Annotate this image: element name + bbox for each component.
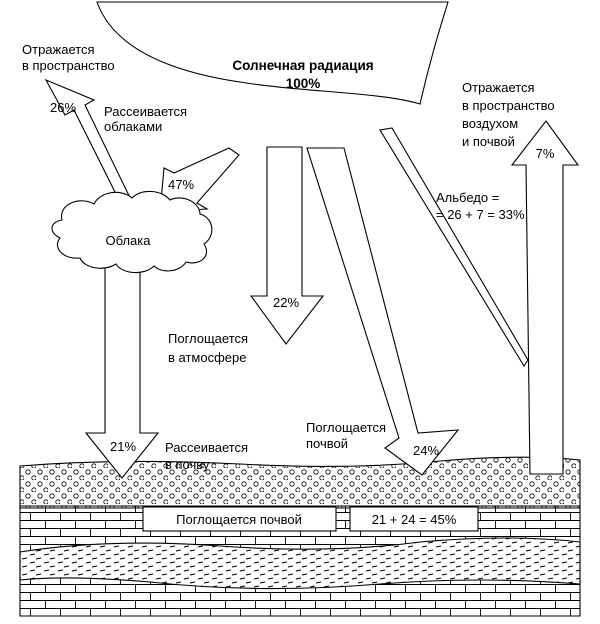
- reflected-clouds-pct: 26%: [50, 100, 76, 115]
- soil-direct-pct: 24%: [413, 443, 439, 458]
- reflected-air-soil-label: Отражается в пространство воздухом и почвой: [462, 80, 555, 149]
- label-line: Рассеивается: [165, 440, 248, 455]
- arrow-atmosphere: [249, 146, 325, 345]
- label-line: облаками: [104, 119, 162, 134]
- label-line: и почвой: [462, 134, 515, 149]
- label-line: в пространство: [22, 58, 115, 73]
- cloud-shape: [51, 190, 213, 274]
- arrow-sun-beam: [379, 127, 529, 368]
- arrow-scattered-soil: [84, 261, 160, 479]
- clouds-label: Облака: [106, 233, 152, 248]
- label-line: почвой: [306, 436, 348, 451]
- soil-sum-box: 21 + 24 = 45%: [349, 506, 479, 532]
- label-line: Отражается: [462, 80, 535, 95]
- label-line: в почву: [165, 457, 210, 472]
- label-line: Отражается: [22, 42, 95, 57]
- ground-layers: [19, 456, 581, 617]
- clay-layer-hatch: [20, 538, 580, 589]
- pebble-layer: [19, 456, 581, 509]
- soil-sum-label: 21 + 24 = 45%: [372, 512, 457, 527]
- label-line: = 26 + 7 = 33%: [436, 207, 525, 222]
- reflected-air-soil-pct: 7%: [536, 146, 555, 161]
- arrow-soil-direct: [306, 147, 460, 476]
- atmosphere-pct: 22%: [273, 295, 299, 310]
- arrow-reflected-air: [510, 120, 580, 475]
- label-line: Рассеивается: [104, 104, 187, 119]
- label-line: Поглощается: [306, 420, 386, 435]
- albedo-label: Альбедо = = 26 + 7 = 33%: [436, 190, 525, 222]
- label-line: воздухом: [462, 116, 518, 131]
- sun-title: Солнечная радиация: [232, 58, 373, 73]
- sun-shape: [96, 1, 449, 105]
- sun-percent: 100%: [286, 76, 321, 91]
- label-line: Альбедо =: [436, 190, 499, 205]
- soil-absorbed-box: Поглощается почвой: [142, 506, 337, 532]
- scattered-soil-label: Рассеивается в почву: [165, 440, 248, 472]
- label-line: в атмосфере: [168, 350, 246, 365]
- label-line: Поглощается: [168, 331, 248, 346]
- label-line: в пространство: [462, 98, 555, 113]
- to-clouds-pct: 47%: [168, 177, 194, 192]
- soil-absorbed-label: Поглощается почвой: [176, 512, 302, 527]
- absorbed-atmosphere-label: Поглощается в атмосфере: [168, 331, 248, 365]
- scattered-soil-pct: 21%: [110, 439, 136, 454]
